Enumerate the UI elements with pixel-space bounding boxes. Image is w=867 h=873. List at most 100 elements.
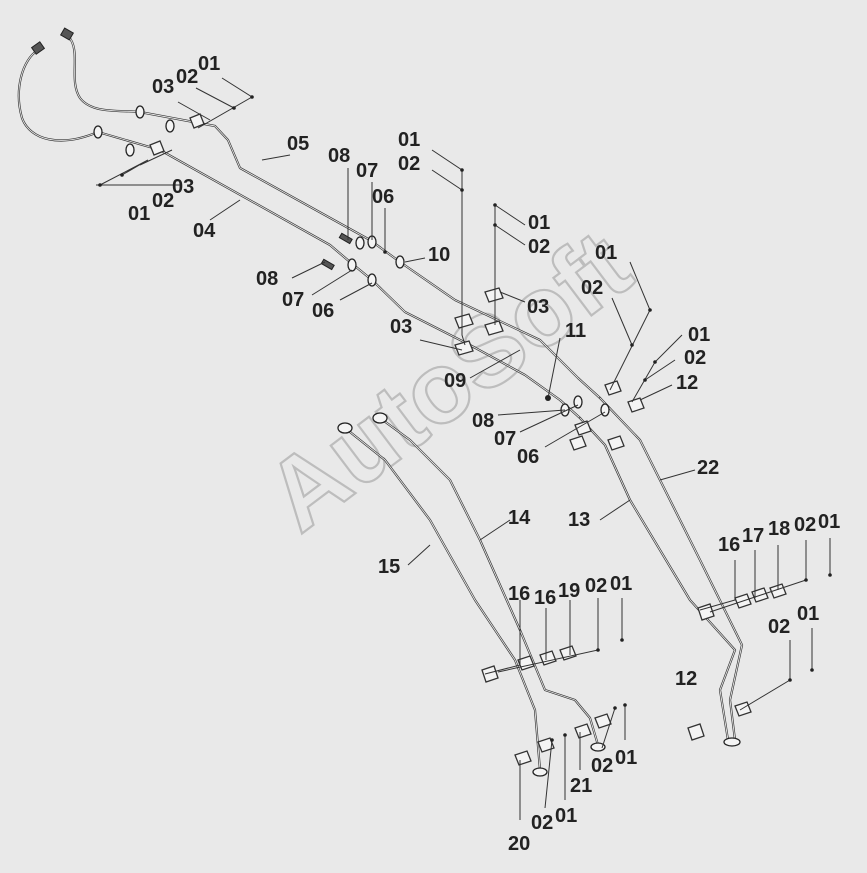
clip-03	[454, 313, 474, 329]
callout-20: 20	[508, 833, 530, 855]
connector-06	[367, 273, 377, 287]
callout-01: 01	[128, 203, 150, 225]
callout-03: 03	[527, 296, 549, 318]
clip	[574, 420, 592, 436]
leader-lines	[96, 77, 832, 820]
callout-01: 01	[615, 747, 637, 769]
hose-end-fitting	[59, 27, 75, 41]
clip-12	[607, 435, 625, 451]
clip	[537, 737, 555, 753]
callout-16: 16	[508, 583, 530, 605]
clip-03	[484, 320, 504, 336]
clip-03	[484, 287, 504, 303]
callout-16: 16	[718, 534, 740, 556]
callout-19: 19	[558, 580, 580, 602]
callout-12: 12	[675, 668, 697, 690]
callout-02: 02	[152, 190, 174, 212]
callout-07: 07	[356, 160, 378, 182]
callout-01: 01	[688, 324, 710, 346]
callout-15: 15	[378, 556, 400, 578]
clip	[734, 701, 752, 717]
callout-04: 04	[193, 220, 216, 242]
callout-16: 16	[534, 587, 556, 609]
callout-17: 17	[742, 525, 764, 547]
callout-12: 12	[676, 372, 698, 394]
pipe-end-15-bottom	[532, 767, 548, 777]
clip	[594, 713, 612, 729]
callout-06: 06	[312, 300, 334, 322]
clip-19	[539, 650, 557, 666]
clip-12	[627, 397, 645, 413]
callout-21: 21	[570, 775, 592, 797]
callout-10: 10	[428, 244, 450, 266]
connector-08	[320, 258, 335, 271]
clip-20	[514, 750, 532, 766]
fitting	[165, 119, 175, 133]
callout-08: 08	[256, 268, 278, 290]
callout-06: 06	[372, 186, 394, 208]
callout-13: 13	[568, 509, 590, 531]
connector-07	[347, 258, 357, 272]
clip-21	[574, 723, 592, 739]
pipe-end-13-bottom	[723, 737, 741, 747]
callout-labels: 01 02 03 03 02 01 05 04 08 07 06 01 02 0…	[128, 53, 840, 855]
callout-02: 02	[768, 616, 790, 638]
callout-06: 06	[517, 446, 539, 468]
callout-01: 01	[610, 573, 632, 595]
callout-22: 22	[697, 457, 719, 479]
callout-01: 01	[198, 53, 220, 75]
fitting	[135, 105, 145, 119]
pipe-15	[343, 426, 542, 772]
callout-03: 03	[152, 76, 174, 98]
connector-07	[355, 236, 365, 250]
clip	[149, 140, 165, 156]
callout-01: 01	[555, 805, 577, 827]
pipe-end-14	[372, 412, 388, 424]
callout-02: 02	[531, 812, 553, 834]
connector-08	[338, 232, 353, 245]
connector-10	[395, 255, 405, 269]
callout-01: 01	[595, 242, 617, 264]
callout-02: 02	[528, 236, 550, 258]
callout-14: 14	[508, 507, 531, 529]
fitting	[93, 125, 103, 139]
flex-hose-outer	[17, 48, 100, 142]
connector-07	[573, 395, 583, 409]
callout-08: 08	[472, 410, 494, 432]
callout-01: 01	[528, 212, 550, 234]
pipe-13	[578, 416, 737, 742]
clip	[559, 645, 577, 661]
callout-02: 02	[585, 575, 607, 597]
callout-01: 01	[797, 603, 819, 625]
callout-07: 07	[494, 428, 516, 450]
clip-12	[604, 380, 622, 396]
callout-07: 07	[282, 289, 304, 311]
callout-01: 01	[398, 129, 420, 151]
fitting	[125, 143, 135, 157]
clip-16	[481, 665, 499, 683]
pipe-22	[598, 396, 744, 742]
pipe-04	[96, 130, 582, 420]
callout-02: 02	[398, 153, 420, 175]
callout-03: 03	[172, 176, 194, 198]
callout-18: 18	[768, 518, 790, 540]
clip-16	[697, 603, 715, 621]
callout-03: 03	[390, 316, 412, 338]
pipe-end-14-bottom	[590, 742, 606, 752]
callout-05: 05	[287, 133, 309, 155]
flex-hose-inner	[66, 34, 142, 114]
callout-02: 02	[794, 514, 816, 536]
callout-01: 01	[818, 511, 840, 533]
clip-12	[687, 723, 705, 741]
callout-02: 02	[684, 347, 706, 369]
callout-09: 09	[444, 370, 466, 392]
fittings	[30, 27, 741, 777]
callout-02: 02	[581, 277, 603, 299]
callout-02: 02	[176, 66, 198, 88]
clip	[569, 435, 587, 451]
hose-end-fitting	[30, 41, 46, 55]
pipe-end-15	[337, 422, 353, 434]
callout-11: 11	[565, 320, 586, 342]
callout-02: 02	[591, 755, 613, 777]
